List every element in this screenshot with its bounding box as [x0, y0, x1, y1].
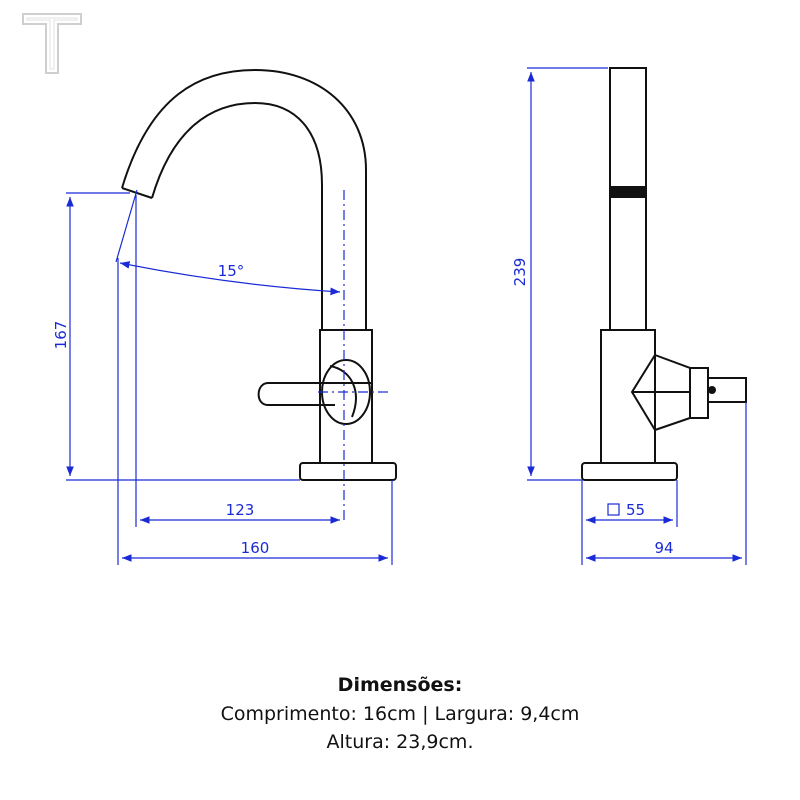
brand-logo-icon	[22, 13, 82, 74]
faucet-base-side	[581, 462, 678, 481]
dimension-reach-total: 160	[122, 539, 388, 562]
dimension-angle: 15°	[119, 261, 341, 296]
square-symbol-icon	[607, 503, 620, 516]
dimension-height-total: 239	[511, 72, 535, 476]
spout-inner	[151, 101, 323, 330]
spout-column	[609, 67, 647, 331]
faucet-base	[299, 462, 397, 481]
handle-stem	[689, 367, 709, 419]
side-view	[581, 67, 747, 481]
dim-label-15deg: 15°	[218, 262, 245, 280]
front-view	[121, 68, 397, 481]
dimension-height-outlet: 167	[52, 197, 74, 476]
caption-title: Dimensões:	[337, 674, 463, 696]
dim-label-167: 167	[52, 321, 70, 350]
caption-length-width: Comprimento: 16cm | Largura: 9,4cm	[220, 703, 580, 725]
spout-outer	[121, 68, 367, 330]
dim-label-160: 160	[241, 539, 270, 557]
dim-label-239: 239	[511, 258, 529, 287]
handle-knob-inner	[329, 365, 357, 418]
caption-height: Altura: 23,9cm.	[326, 731, 474, 753]
dimension-reach-inner: 123	[140, 501, 340, 524]
dim-label-94: 94	[654, 539, 673, 557]
aerator	[609, 186, 647, 198]
dimension-depth-total: 94	[586, 539, 742, 562]
dimension-base-square: 55	[586, 501, 673, 524]
spout-tip	[121, 187, 153, 199]
handle-lever	[257, 382, 372, 406]
dim-label-123: 123	[226, 501, 255, 519]
front-construction-lines	[66, 189, 393, 565]
faucet-body	[319, 329, 373, 464]
faucet-body-side	[600, 329, 656, 464]
handle-screw	[708, 386, 716, 394]
dim-label-55: 55	[626, 501, 645, 519]
side-construction-lines	[527, 67, 747, 565]
